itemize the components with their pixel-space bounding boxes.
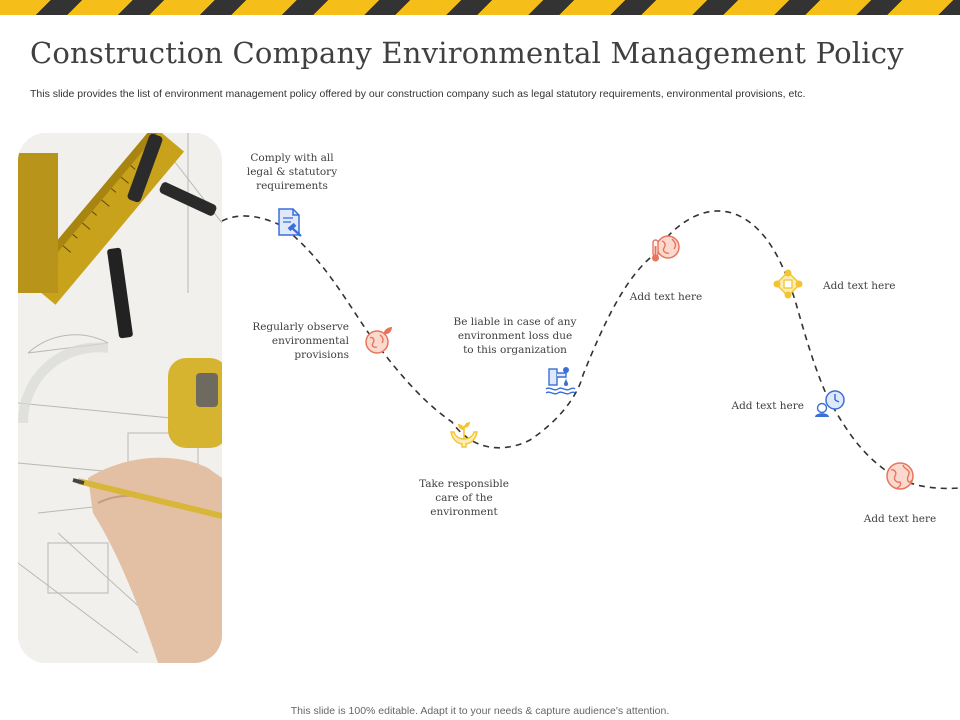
earth-leaf-icon xyxy=(362,324,394,356)
footer-note: This slide is 100% editable. Adapt it to… xyxy=(290,705,670,717)
hazard-stripe-bar xyxy=(0,0,960,15)
step-6-label: Add text here xyxy=(823,280,896,292)
step-7-label: Add text here xyxy=(731,400,805,412)
globe-icon xyxy=(884,460,916,492)
factory-water-pollution-icon xyxy=(544,364,576,396)
page-subtitle: This slide provides the list of environm… xyxy=(30,88,806,100)
step-8-label: Add text here xyxy=(863,513,937,525)
globe-thermometer-icon xyxy=(650,232,682,264)
connected-people-icon xyxy=(772,268,804,300)
step-5-label: Add text here xyxy=(629,291,703,303)
construction-photo xyxy=(18,133,222,663)
page-title: Construction Company Environmental Manag… xyxy=(30,36,904,70)
hands-plant-icon xyxy=(448,418,480,450)
person-clock-icon xyxy=(813,386,845,418)
legal-document-gavel-icon xyxy=(274,206,306,238)
